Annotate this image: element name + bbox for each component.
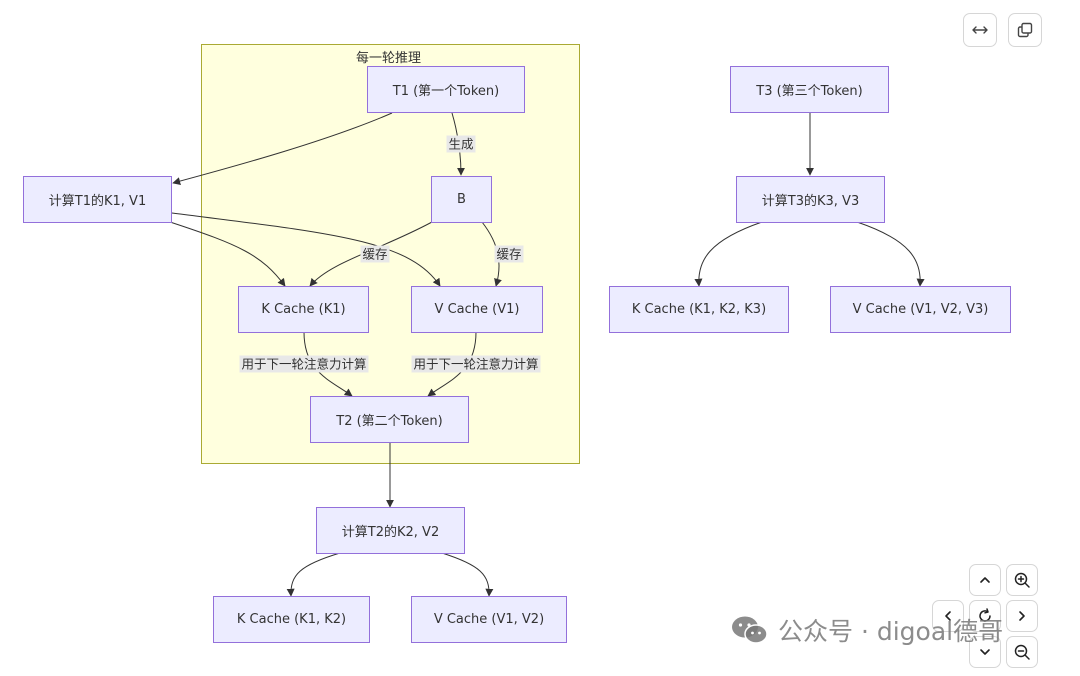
copy-icon xyxy=(1017,22,1033,38)
edge-calc-t2-to-v-cache-2 xyxy=(441,552,494,597)
edge-label-generate: 生成 xyxy=(446,135,476,153)
pan-left-button[interactable] xyxy=(932,600,964,632)
zoom-in-button[interactable] xyxy=(1006,564,1038,596)
edge-label-next-attention-k: 用于下一轮注意力计算 xyxy=(239,355,369,373)
subgraph-title: 每一轮推理 xyxy=(356,51,422,66)
edge-b-to-k-cache-1 xyxy=(309,221,433,287)
pan-left-icon xyxy=(945,611,951,621)
expand-horizontal-icon xyxy=(972,26,988,34)
node-t2[interactable]: T2 (第二个Token) xyxy=(310,396,469,443)
wechat-icon xyxy=(732,616,768,644)
node-calc-t3[interactable]: 计算T3的K3, V3 xyxy=(736,176,885,223)
zoom-out-button[interactable] xyxy=(1006,636,1038,668)
zoom-in-icon xyxy=(1014,572,1030,588)
pan-right-button[interactable] xyxy=(1006,600,1038,632)
edge-calc-t2-to-k-cache-2 xyxy=(286,552,341,597)
pan-down-icon xyxy=(980,649,990,655)
edge-label-next-attention-v: 用于下一轮注意力计算 xyxy=(411,355,541,373)
copy-button[interactable] xyxy=(1008,13,1042,47)
edge-calc-t3-to-v-cache-3 xyxy=(856,221,925,287)
node-t3[interactable]: T3 (第三个Token) xyxy=(730,66,889,113)
pan-down-button[interactable] xyxy=(969,636,1001,668)
expand-horizontal-button[interactable] xyxy=(963,13,997,47)
watermark-text: 公众号 · digoal德哥 xyxy=(778,617,1004,646)
node-v-cache-3[interactable]: V Cache (V1, V2, V3) xyxy=(830,286,1011,333)
edge-v-cache-1-to-t2 xyxy=(427,331,477,397)
edge-label-cache-left: 缓存 xyxy=(360,245,390,263)
node-calc-t1[interactable]: 计算T1的K1, V1 xyxy=(23,176,172,223)
edge-label-cache-right: 缓存 xyxy=(494,245,524,263)
reset-button[interactable] xyxy=(969,600,1001,632)
zoom-out-icon xyxy=(1014,644,1030,660)
reset-icon xyxy=(979,608,991,622)
pan-up-icon xyxy=(980,577,990,583)
node-v-cache-2[interactable]: V Cache (V1, V2) xyxy=(411,596,567,643)
edge-t1-to-calc-t1 xyxy=(172,112,393,185)
edge-calc-t3-to-k-cache-3 xyxy=(694,221,763,287)
edge-calc-t1-to-k-cache-1 xyxy=(169,221,286,287)
pan-right-icon xyxy=(1019,611,1025,621)
node-t1[interactable]: T1 (第一个Token) xyxy=(367,66,525,113)
pan-up-button[interactable] xyxy=(969,564,1001,596)
node-b[interactable]: B xyxy=(431,176,492,223)
node-k-cache-1[interactable]: K Cache (K1) xyxy=(238,286,369,333)
node-calc-t2[interactable]: 计算T2的K2, V2 xyxy=(316,507,465,554)
node-k-cache-2[interactable]: K Cache (K1, K2) xyxy=(213,596,370,643)
node-k-cache-3[interactable]: K Cache (K1, K2, K3) xyxy=(609,286,789,333)
node-v-cache-1[interactable]: V Cache (V1) xyxy=(411,286,543,333)
edge-k-cache-1-to-t2 xyxy=(303,331,353,397)
watermark: 公众号 · digoal德哥 xyxy=(730,612,1003,648)
edge-calc-t1-to-v-cache-1 xyxy=(171,212,441,287)
